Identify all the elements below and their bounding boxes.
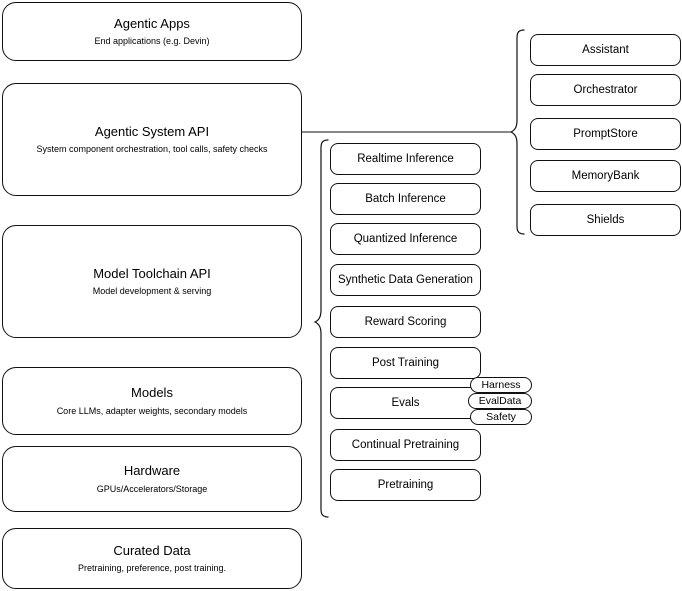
system-component-shields[interactable]: Shields xyxy=(530,204,681,236)
system-component-label: PromptStore xyxy=(573,127,638,140)
brace-system-components xyxy=(509,29,525,235)
system-component-memorybank[interactable]: MemoryBank xyxy=(530,160,681,192)
system-component-label: Orchestrator xyxy=(573,83,638,96)
eval-tag-safety[interactable]: Safety xyxy=(470,409,532,425)
system-component-label: MemoryBank xyxy=(571,169,640,182)
capability-label: Post Training xyxy=(371,356,440,369)
capability-label: Pretraining xyxy=(377,478,434,491)
layer-title: Model Toolchain API xyxy=(93,265,211,281)
stack-layer-curated-data[interactable]: Curated Data Pretraining, preference, po… xyxy=(2,528,302,589)
system-component-orchestrator[interactable]: Orchestrator xyxy=(530,74,681,106)
eval-tag-evaldata[interactable]: EvalData xyxy=(468,393,532,409)
layer-subtitle: Pretraining, preference, post training. xyxy=(77,563,227,573)
brace-toolchain-capabilities xyxy=(313,139,329,518)
capability-reward-scoring[interactable]: Reward Scoring xyxy=(330,306,481,338)
system-component-label: Shields xyxy=(586,213,625,226)
stack-layer-agentic-apps[interactable]: Agentic Apps End applications (e.g. Devi… xyxy=(2,2,302,61)
layer-subtitle: Model development & serving xyxy=(92,286,212,296)
layer-title: Models xyxy=(131,385,173,401)
capability-pretraining[interactable]: Pretraining xyxy=(330,469,481,501)
capability-synthetic-data-generation[interactable]: Synthetic Data Generation xyxy=(330,264,481,296)
capability-label: Continual Pretraining xyxy=(351,438,460,451)
capability-label: Reward Scoring xyxy=(364,315,447,328)
capability-batch-inference[interactable]: Batch Inference xyxy=(330,183,481,215)
eval-tag-label: Safety xyxy=(486,410,516,423)
capability-label: Quantized Inference xyxy=(353,232,458,245)
stack-layer-agentic-system-api[interactable]: Agentic System API System component orch… xyxy=(2,83,302,196)
capability-post-training[interactable]: Post Training xyxy=(330,347,481,379)
stack-layer-hardware[interactable]: Hardware GPUs/Accelerators/Storage xyxy=(2,446,302,512)
layer-subtitle: End applications (e.g. Devin) xyxy=(94,36,210,46)
layer-title: Curated Data xyxy=(113,542,191,558)
capability-quantized-inference[interactable]: Quantized Inference xyxy=(330,223,481,255)
capability-continual-pretraining[interactable]: Continual Pretraining xyxy=(330,429,481,461)
capability-evals[interactable]: Evals xyxy=(330,387,481,419)
capability-label: Synthetic Data Generation xyxy=(338,273,473,286)
capability-label: Evals xyxy=(391,396,420,409)
eval-tag-harness[interactable]: Harness xyxy=(470,377,532,393)
layer-subtitle: GPUs/Accelerators/Storage xyxy=(96,483,208,494)
stack-layer-model-toolchain-api[interactable]: Model Toolchain API Model development & … xyxy=(2,225,302,338)
capability-label: Realtime Inference xyxy=(357,152,454,165)
system-component-promptstore[interactable]: PromptStore xyxy=(530,118,681,150)
system-component-assistant[interactable]: Assistant xyxy=(530,34,681,66)
stack-layer-models[interactable]: Models Core LLMs, adapter weights, secon… xyxy=(2,367,302,435)
layer-subtitle: Core LLMs, adapter weights, secondary mo… xyxy=(56,405,248,416)
layer-title: Agentic Apps xyxy=(114,15,190,31)
capability-realtime-inference[interactable]: Realtime Inference xyxy=(330,143,481,175)
capability-label: Batch Inference xyxy=(365,192,446,205)
eval-tag-label: Harness xyxy=(481,378,521,391)
eval-tag-label: EvalData xyxy=(478,394,522,407)
layer-title: Agentic System API xyxy=(94,123,210,139)
layer-subtitle: System component orchestration, tool cal… xyxy=(36,144,268,154)
layer-title: Hardware xyxy=(123,463,181,479)
system-component-label: Assistant xyxy=(582,43,629,56)
